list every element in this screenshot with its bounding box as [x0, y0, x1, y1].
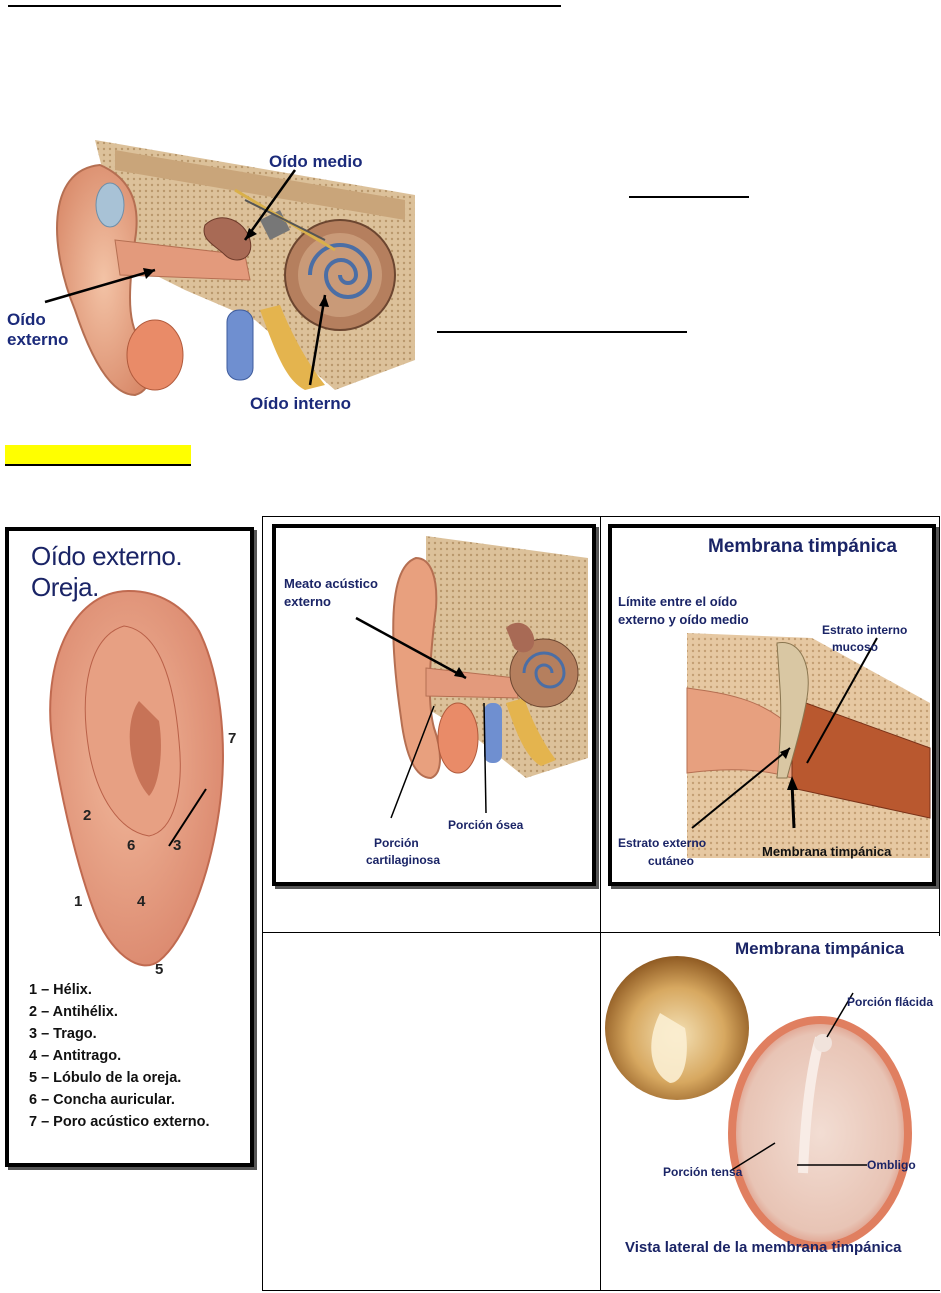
pinna-number-7: 7	[228, 730, 237, 747]
membrane-illustration	[686, 633, 931, 858]
legend-item: 4 – Antitrago.	[29, 1048, 122, 1064]
pinna-illustration	[49, 589, 224, 967]
table-center-border	[600, 516, 601, 1291]
ear-cross-section-illustration	[44, 140, 415, 397]
label-limite-2: externo y oído medio	[618, 612, 749, 627]
label-ombligo: Ombligo	[867, 1158, 916, 1172]
label-limite-1: Límite entre el oído	[618, 594, 738, 609]
blank-line-2	[437, 331, 687, 333]
table-middle-border	[262, 932, 940, 933]
pinna-number-6: 6	[127, 837, 136, 854]
legend-item: 7 – Poro acústico externo.	[29, 1114, 210, 1130]
highlight-underline	[5, 464, 191, 466]
pinna-number-3: 3	[173, 837, 182, 854]
tympanic-illustration	[605, 956, 912, 1250]
tympanic-view: Membrana timpánica Porción flácida Porci…	[605, 933, 937, 1288]
label-estrato-externo-1: Estrato externo	[618, 836, 707, 850]
legend-item: 6 – Concha auricular.	[29, 1092, 175, 1108]
membrane-panel: Membrana timpánica Límite entre el oído …	[608, 524, 936, 886]
label-porcion-flacida: Porción flácida	[847, 995, 934, 1009]
label-estrato-interno-1: Estrato interno	[822, 623, 908, 637]
label-porcion-osea: Porción ósea	[448, 818, 524, 832]
label-oido-externo-1: Oído	[7, 310, 46, 329]
pinna-number-2: 2	[83, 807, 92, 824]
legend-item: 5 – Lóbulo de la oreja.	[29, 1070, 182, 1086]
blank-line-1	[629, 196, 749, 198]
legend-item: 2 – Antihélix.	[29, 1004, 118, 1020]
label-oido-interno: Oído interno	[250, 394, 352, 413]
legend-item: 3 – Trago.	[29, 1026, 97, 1042]
table-left-border	[262, 516, 263, 1291]
table-top-border	[262, 516, 940, 517]
table-right-border	[939, 516, 940, 936]
canal-illustration	[355, 536, 588, 819]
ear-anatomy-figure: Oído medio Oído externo Oído interno	[5, 140, 425, 420]
heading-underline	[8, 5, 561, 7]
label-porcion-cart-1: Porción	[374, 836, 419, 850]
pinna-number-4: 4	[137, 893, 146, 910]
membrane-title: Membrana timpánica	[708, 536, 897, 557]
pinna-panel: Oído externo. Oreja. 7 2 6 3 1 4 5 1 – H…	[5, 527, 254, 1167]
pinna-legend: 1 – Hélix. 2 – Antihélix. 3 – Trago. 4 –…	[29, 979, 210, 1133]
highlight-bar	[5, 445, 191, 465]
label-meato-1: Meato acústico	[284, 576, 378, 591]
label-meato-2: externo	[284, 594, 331, 609]
pinna-title: Oído externo. Oreja.	[31, 541, 183, 602]
label-porcion-tensa: Porción tensa	[663, 1165, 743, 1179]
label-estrato-externo-2: cutáneo	[648, 854, 695, 868]
pinna-number-5: 5	[155, 961, 164, 978]
table-bottom-border	[262, 1290, 940, 1291]
label-oido-externo-2: externo	[7, 330, 69, 349]
label-membrana-timpanica: Membrana timpánica	[762, 844, 892, 859]
tympanic-caption: Vista lateral de la membrana timpánica	[625, 1239, 902, 1256]
tympanic-title: Membrana timpánica	[735, 939, 905, 958]
pinna-number-1: 1	[74, 893, 83, 910]
label-oido-medio: Oído medio	[269, 152, 363, 171]
label-estrato-interno-2: mucoso	[832, 640, 879, 654]
legend-item: 1 – Hélix.	[29, 982, 92, 998]
label-porcion-cart-2: cartilaginosa	[366, 853, 441, 867]
canal-panel: Meato acústico externo Porción ósea Porc…	[272, 524, 596, 886]
